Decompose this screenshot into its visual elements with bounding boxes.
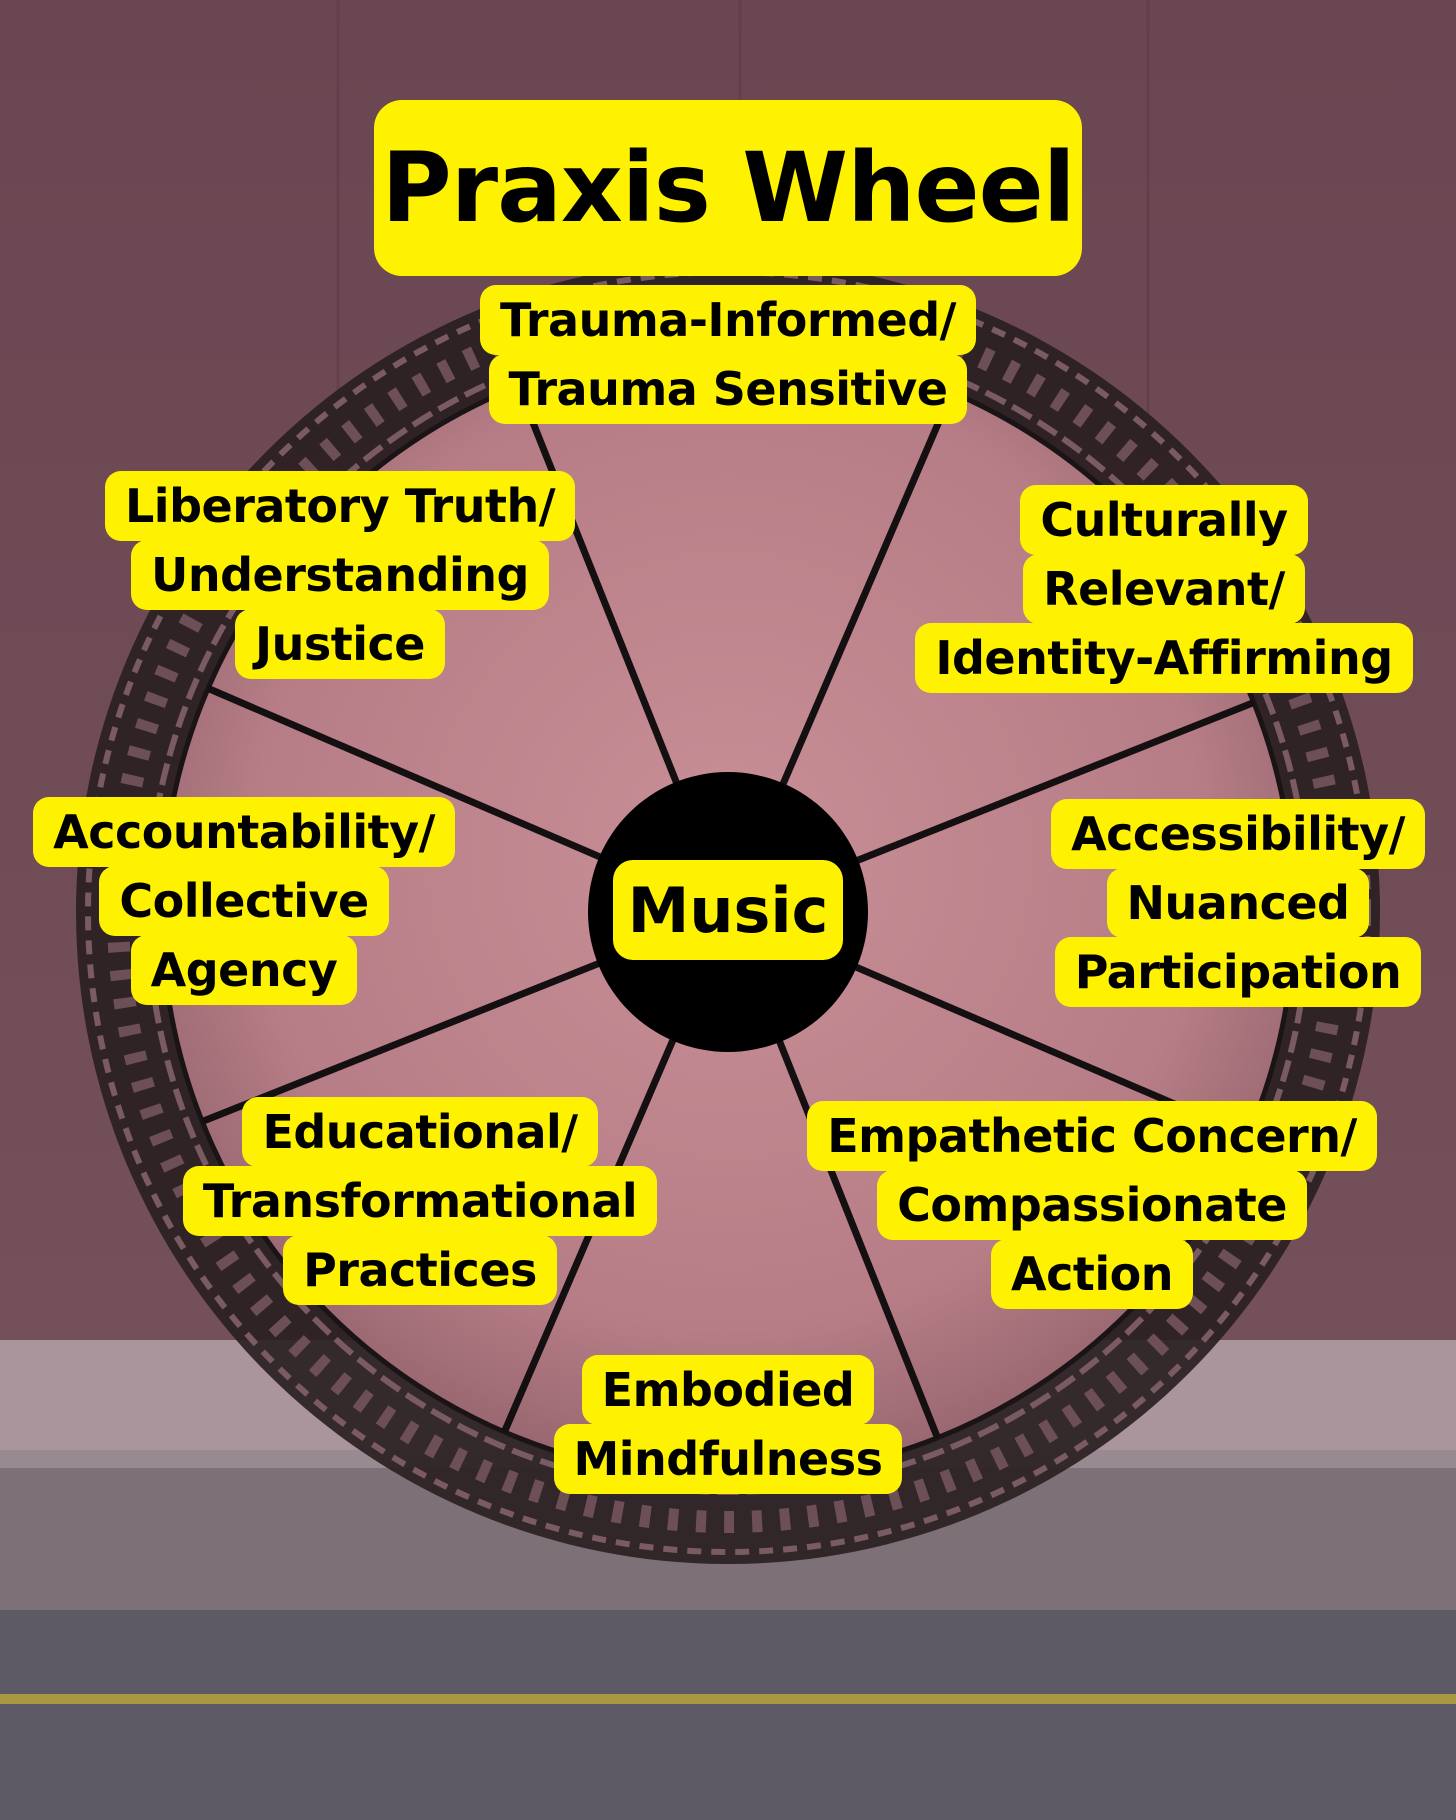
label-empathetic-concern: Empathetic Concern/ Compassionate Action — [800, 1101, 1384, 1309]
hub-label: Music — [613, 860, 843, 960]
label-line: Accessibility/ — [1051, 799, 1425, 869]
label-line: Educational/ — [242, 1097, 598, 1167]
label-line: Practices — [283, 1235, 557, 1305]
label-line: Relevant/ — [1023, 554, 1305, 624]
label-line: Participation — [1054, 937, 1422, 1007]
page-title: Praxis Wheel — [374, 100, 1082, 276]
label-line: Transformational — [182, 1166, 658, 1236]
label-accountability: Accountability/ Collective Agency — [24, 797, 464, 1005]
label-line: Agency — [130, 935, 358, 1005]
label-liberatory-truth: Liberatory Truth/ Understanding Justice — [100, 471, 580, 679]
label-line: Mindfulness — [553, 1424, 903, 1494]
label-culturally-relevant: Culturally Relevant/ Identity-Affirming — [915, 485, 1413, 693]
label-line: Embodied — [581, 1355, 875, 1425]
road-line — [0, 1694, 1456, 1704]
label-embodied-mindfulness: Embodied Mindfulness — [528, 1355, 928, 1494]
label-line: Compassionate — [877, 1170, 1307, 1240]
label-line: Trauma-Informed/ — [480, 285, 976, 355]
label-line: Identity-Affirming — [915, 623, 1413, 693]
label-line: Empathetic Concern/ — [807, 1101, 1377, 1171]
label-line: Justice — [235, 609, 445, 679]
label-line: Accountability/ — [33, 797, 455, 867]
label-trauma-informed: Trauma-Informed/ Trauma Sensitive — [478, 285, 978, 424]
label-accessibility: Accessibility/ Nuanced Participation — [1038, 799, 1438, 1007]
label-line: Nuanced — [1106, 868, 1370, 938]
label-educational: Educational/ Transformational Practices — [182, 1097, 658, 1305]
label-line: Culturally — [1020, 485, 1308, 555]
label-line: Understanding — [131, 540, 549, 610]
label-line: Action — [991, 1239, 1193, 1309]
road — [0, 1610, 1456, 1820]
label-line: Trauma Sensitive — [488, 354, 968, 424]
label-line: Collective — [99, 866, 389, 936]
label-line: Liberatory Truth/ — [104, 471, 575, 541]
